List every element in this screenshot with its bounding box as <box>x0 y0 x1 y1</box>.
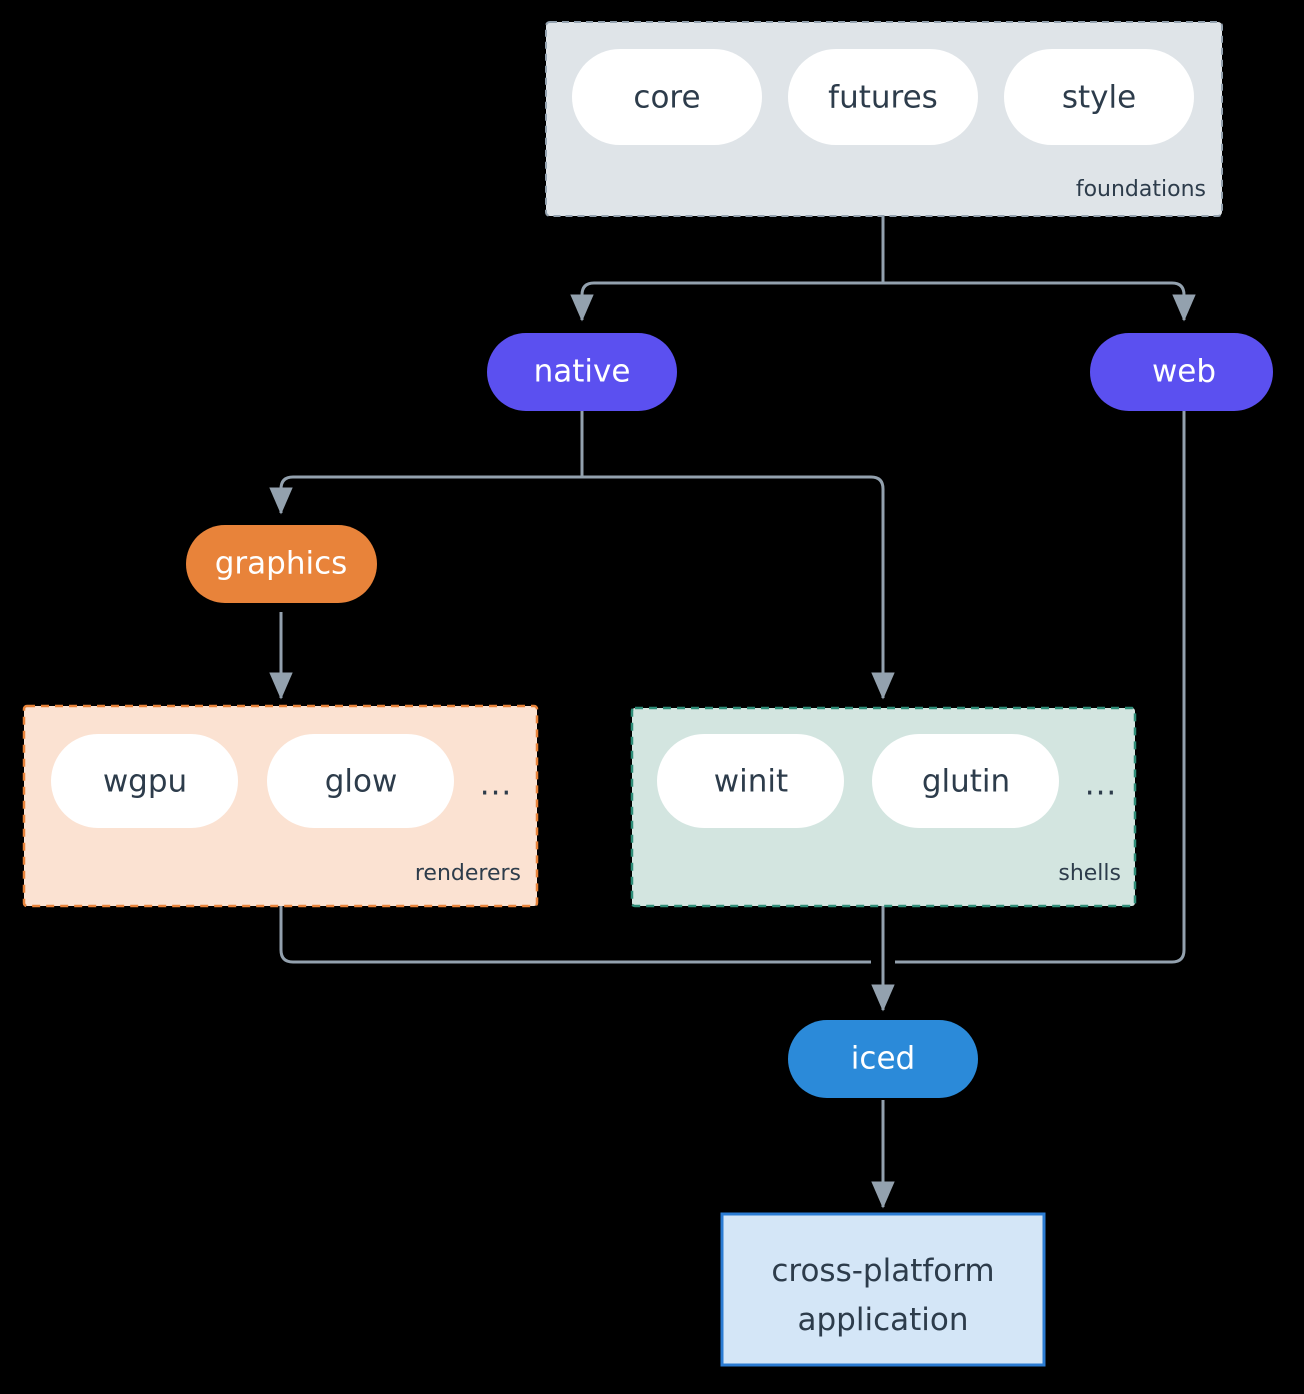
node-native[interactable]: native <box>487 333 677 411</box>
pill-style-shape <box>1004 49 1194 145</box>
pill-glutin[interactable]: glutin <box>872 734 1059 828</box>
pill-futures[interactable]: futures <box>788 49 978 145</box>
foundations-group-label: foundations <box>1076 177 1206 202</box>
edge-foundations-to-native <box>570 281 883 322</box>
node-web-shape <box>1090 333 1273 411</box>
pill-glutin-shape <box>872 734 1059 828</box>
node-graphics-shape <box>186 525 377 603</box>
edge-native-to-graphics <box>269 475 582 515</box>
pill-winit-label: winit <box>714 764 788 800</box>
pill-style-label: style <box>1062 80 1136 116</box>
renderers-ellipsis: ... <box>480 767 513 803</box>
edge-renderers-to-iced <box>279 906 871 964</box>
group-shells[interactable]: winit glutin ... shells <box>630 706 1137 908</box>
node-application[interactable]: cross-platform application <box>720 1212 1046 1367</box>
pill-wgpu-shape <box>51 734 238 828</box>
pill-wgpu[interactable]: wgpu <box>51 734 238 828</box>
node-iced-label: iced <box>851 1041 915 1077</box>
node-native-label: native <box>534 354 631 390</box>
node-native-shape <box>487 333 677 411</box>
pill-core[interactable]: core <box>572 49 762 145</box>
node-web-label: web <box>1152 354 1216 390</box>
pill-glow-shape <box>267 734 454 828</box>
edge-web-to-iced <box>895 410 1186 964</box>
pill-glow[interactable]: glow <box>267 734 454 828</box>
application-label-line2: application <box>798 1302 969 1338</box>
shells-group-label: shells <box>1058 861 1121 886</box>
node-iced-shape <box>788 1020 978 1098</box>
pill-glutin-label: glutin <box>922 764 1010 800</box>
group-renderers[interactable]: wgpu glow ... renderers <box>22 704 539 908</box>
pill-futures-shape <box>788 49 978 145</box>
shells-ellipsis: ... <box>1085 767 1118 803</box>
node-iced[interactable]: iced <box>788 1020 978 1098</box>
pill-style[interactable]: style <box>1004 49 1194 145</box>
node-graphics-label: graphics <box>215 546 348 582</box>
renderers-group-label: renderers <box>415 861 521 886</box>
group-foundations[interactable]: core futures style foundations <box>545 21 1223 217</box>
pill-core-shape <box>572 49 762 145</box>
pill-wgpu-label: wgpu <box>103 764 187 800</box>
edge-foundations-to-web <box>883 281 1196 322</box>
pill-futures-label: futures <box>828 80 938 116</box>
pill-winit-shape <box>657 734 844 828</box>
edge-native-to-shells <box>582 475 895 700</box>
application-label-line1: cross-platform <box>771 1253 994 1289</box>
pill-glow-label: glow <box>325 764 398 800</box>
node-graphics[interactable]: graphics <box>186 525 377 603</box>
node-web[interactable]: web <box>1090 333 1273 411</box>
pill-winit[interactable]: winit <box>657 734 844 828</box>
pill-core-label: core <box>633 80 700 116</box>
application-box-shape <box>720 1212 1046 1367</box>
